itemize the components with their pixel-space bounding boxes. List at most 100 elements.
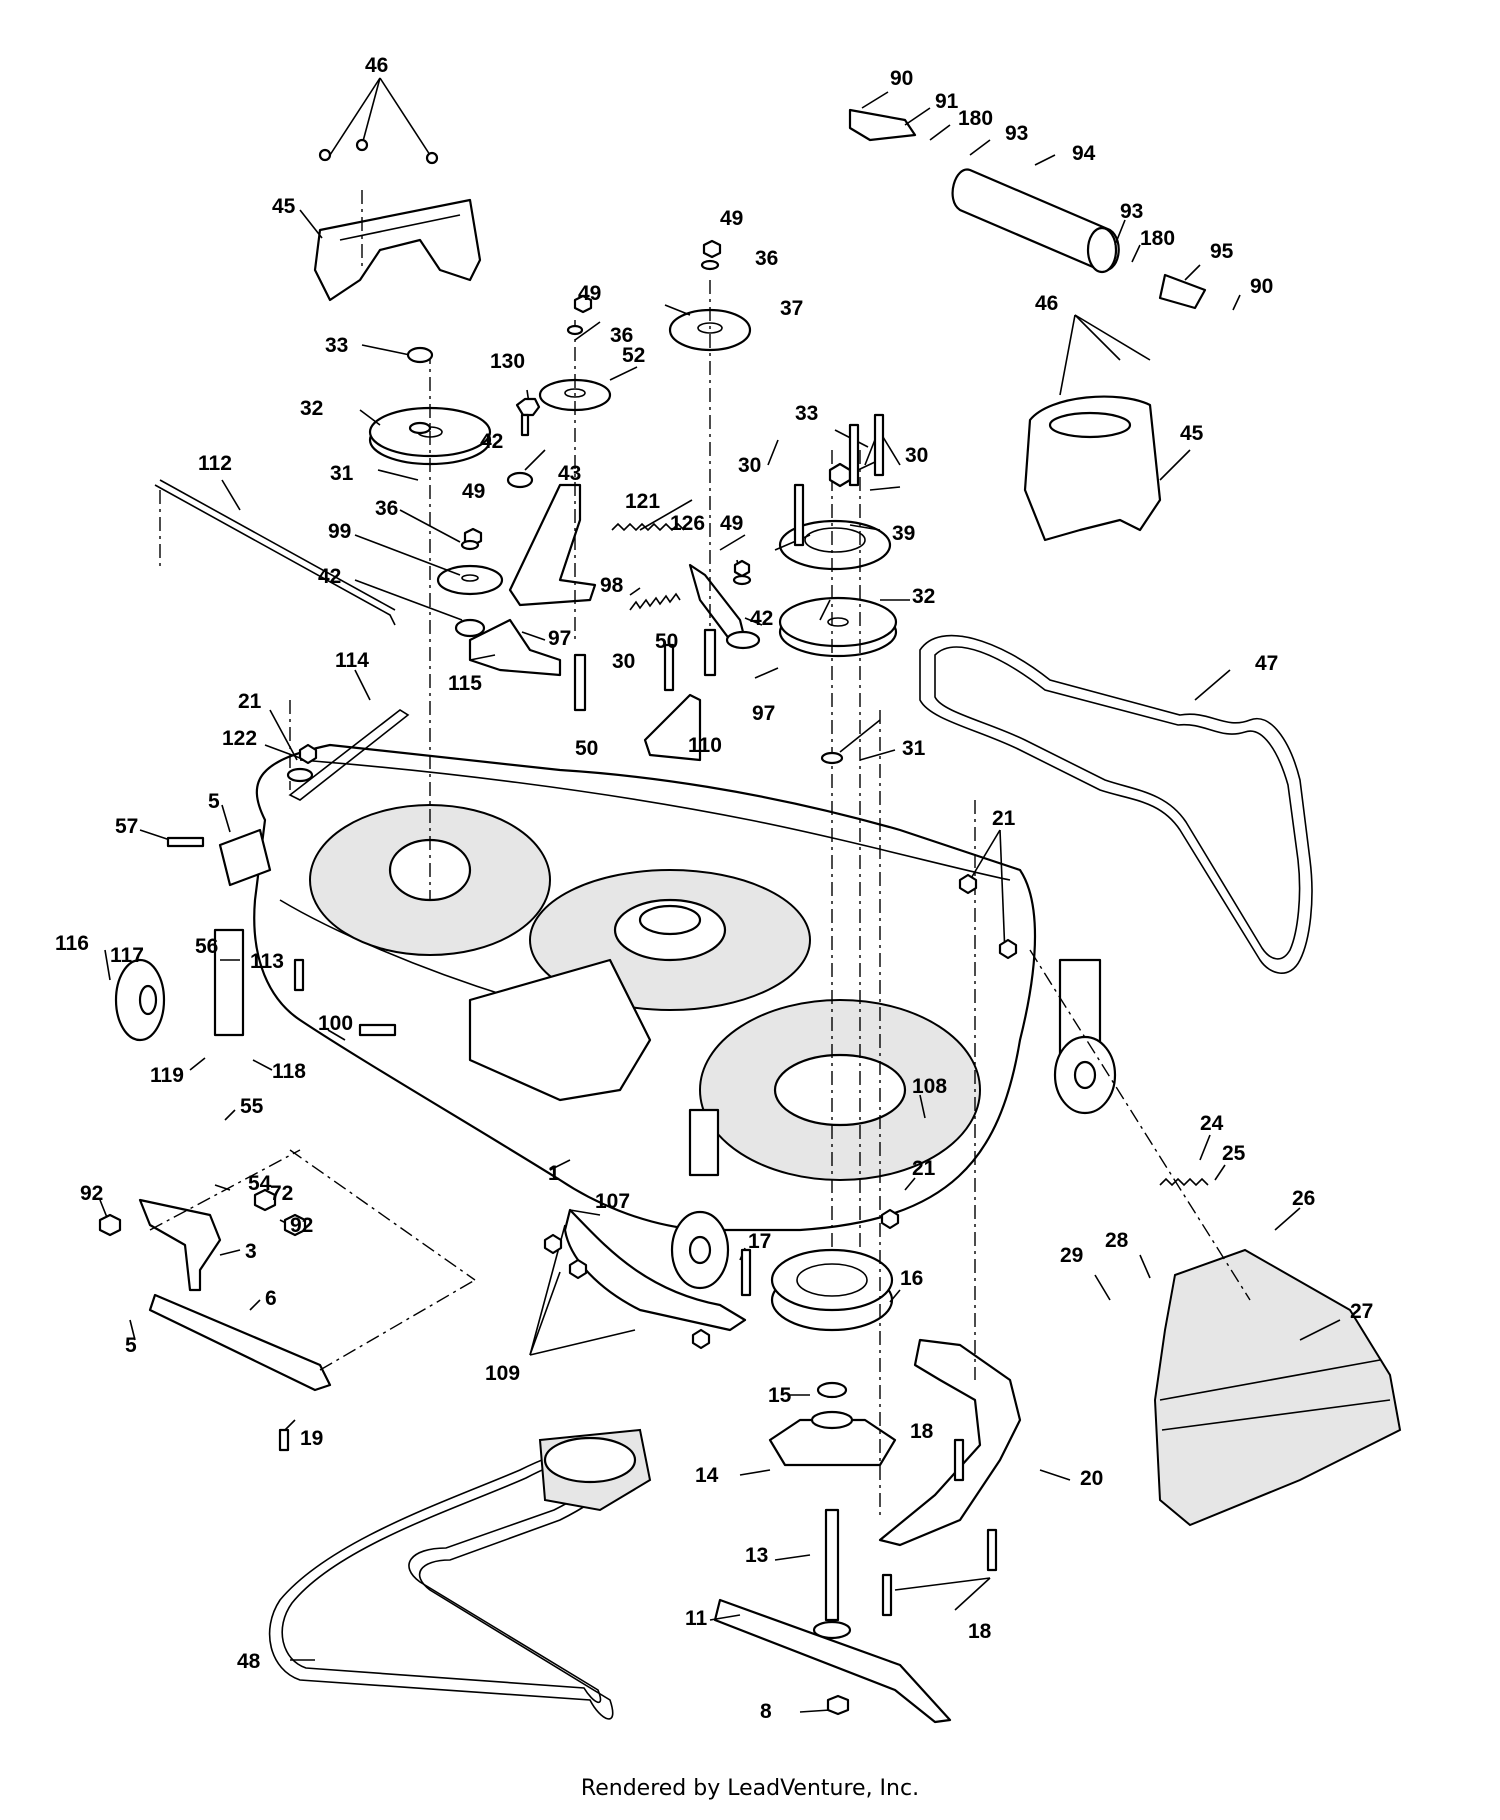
callout-42c: 42 bbox=[750, 607, 773, 630]
callout-36c: 36 bbox=[755, 247, 778, 270]
callout-92: 92 bbox=[80, 1182, 103, 1205]
callout-17: 17 bbox=[748, 1230, 771, 1253]
callout-11: 11 bbox=[685, 1607, 708, 1630]
callout-93: 93 bbox=[1005, 122, 1028, 145]
callout-42b: 42 bbox=[480, 430, 503, 453]
callout-37: 37 bbox=[780, 297, 803, 320]
callout-30b: 30 bbox=[738, 454, 761, 477]
callout-91: 91 bbox=[935, 90, 959, 113]
callout-47: 47 bbox=[1255, 652, 1278, 675]
callout-19: 19 bbox=[300, 1427, 323, 1450]
rod-114 bbox=[288, 709, 410, 801]
pulley-39 bbox=[778, 519, 892, 571]
spring-25 bbox=[1159, 1177, 1209, 1187]
callout-33b: 33 bbox=[795, 402, 818, 425]
spring-98 bbox=[629, 592, 681, 611]
callout-46: 46 bbox=[365, 54, 388, 77]
callout-48: 48 bbox=[237, 1650, 261, 1673]
callout-6: 6 bbox=[265, 1287, 277, 1310]
callout-112: 112 bbox=[198, 452, 232, 475]
callout-8: 8 bbox=[760, 1700, 772, 1723]
callout-109: 109 bbox=[485, 1362, 520, 1385]
callout-1: 1 bbox=[548, 1162, 560, 1185]
callout-97b: 97 bbox=[752, 702, 775, 725]
callout-93b: 93 bbox=[1120, 200, 1143, 223]
bracket-57-plate bbox=[218, 828, 272, 887]
callout-33: 33 bbox=[325, 334, 348, 357]
callout-55: 55 bbox=[240, 1095, 264, 1118]
callout-36: 36 bbox=[375, 497, 398, 520]
callout-5: 5 bbox=[208, 790, 220, 813]
callout-21b: 21 bbox=[992, 807, 1016, 830]
gauge-wheel-117 bbox=[114, 958, 166, 1042]
lift-link-6 bbox=[148, 1293, 332, 1392]
callout-18b: 18 bbox=[968, 1620, 992, 1643]
callout-126: 126 bbox=[670, 512, 705, 535]
callout-57: 57 bbox=[115, 815, 138, 838]
callout-46b: 46 bbox=[1035, 292, 1058, 315]
callout-95: 95 bbox=[1210, 240, 1234, 263]
callout-50b: 50 bbox=[655, 630, 678, 653]
callout-49b: 49 bbox=[578, 282, 601, 305]
callout-52: 52 bbox=[622, 344, 645, 367]
callout-113: 113 bbox=[250, 950, 284, 973]
callout-94: 94 bbox=[1072, 142, 1096, 165]
idler-arm-43 bbox=[508, 483, 597, 607]
callout-3: 3 bbox=[245, 1240, 257, 1263]
drive-belt-47 bbox=[919, 634, 1313, 974]
callout-115: 115 bbox=[448, 672, 482, 695]
callout-100: 100 bbox=[318, 1012, 353, 1035]
callout-72: 72 bbox=[270, 1182, 293, 1205]
callout-117: 117 bbox=[110, 944, 144, 967]
callout-122: 122 bbox=[222, 727, 257, 750]
callout-29: 29 bbox=[1060, 1244, 1083, 1267]
callout-98: 98 bbox=[600, 574, 624, 597]
callout-24: 24 bbox=[1200, 1112, 1224, 1135]
callout-26: 26 bbox=[1292, 1187, 1315, 1210]
callout-180: 180 bbox=[958, 107, 993, 130]
callout-21c: 21 bbox=[912, 1157, 936, 1180]
callout-32: 32 bbox=[300, 397, 323, 420]
callout-56: 56 bbox=[195, 935, 218, 958]
callout-50: 50 bbox=[575, 737, 598, 760]
callout-14: 14 bbox=[695, 1464, 719, 1487]
callout-130: 130 bbox=[490, 350, 525, 373]
callout-90: 90 bbox=[890, 67, 913, 90]
callout-13: 13 bbox=[745, 1544, 768, 1567]
callout-90b: 90 bbox=[1250, 275, 1273, 298]
callout-180b: 180 bbox=[1140, 227, 1175, 250]
callout-45: 45 bbox=[272, 195, 296, 218]
callout-16: 16 bbox=[900, 1267, 923, 1290]
bracket-110 bbox=[643, 693, 702, 762]
callout-31: 31 bbox=[330, 462, 354, 485]
callout-45b: 45 bbox=[1180, 422, 1204, 445]
callout-49d: 49 bbox=[720, 512, 743, 535]
callout-25: 25 bbox=[1222, 1142, 1246, 1165]
callout-39: 39 bbox=[892, 522, 915, 545]
callout-108: 108 bbox=[912, 1075, 947, 1098]
callout-30: 30 bbox=[612, 650, 635, 673]
callout-18: 18 bbox=[910, 1420, 934, 1443]
discharge-chute-27 bbox=[1153, 1248, 1402, 1527]
callout-36b: 36 bbox=[610, 324, 633, 347]
callout-54: 54 bbox=[248, 1172, 272, 1195]
baffle-20 bbox=[878, 1338, 1022, 1547]
callout-5b: 5 bbox=[125, 1334, 137, 1357]
callout-labels: 46 45 33 32 31 36 49 99 42 97 115 112 11… bbox=[55, 54, 1373, 1723]
callout-107: 107 bbox=[595, 1190, 630, 1213]
rod-112 bbox=[154, 479, 396, 626]
callout-32b: 32 bbox=[912, 585, 935, 608]
deck-support-ring-16 bbox=[770, 1248, 894, 1332]
callout-42: 42 bbox=[318, 565, 341, 588]
callout-21: 21 bbox=[238, 690, 262, 713]
footer-credit: Rendered by LeadVenture, Inc. bbox=[580, 1776, 920, 1801]
callout-118: 118 bbox=[272, 1060, 306, 1083]
mower-blade-11 bbox=[713, 1598, 952, 1724]
callout-43: 43 bbox=[558, 462, 581, 485]
hardware-bolts-nuts bbox=[98, 138, 1018, 1716]
callout-121: 121 bbox=[625, 490, 660, 513]
pulley-32-right bbox=[778, 596, 898, 658]
callout-28: 28 bbox=[1105, 1229, 1129, 1252]
